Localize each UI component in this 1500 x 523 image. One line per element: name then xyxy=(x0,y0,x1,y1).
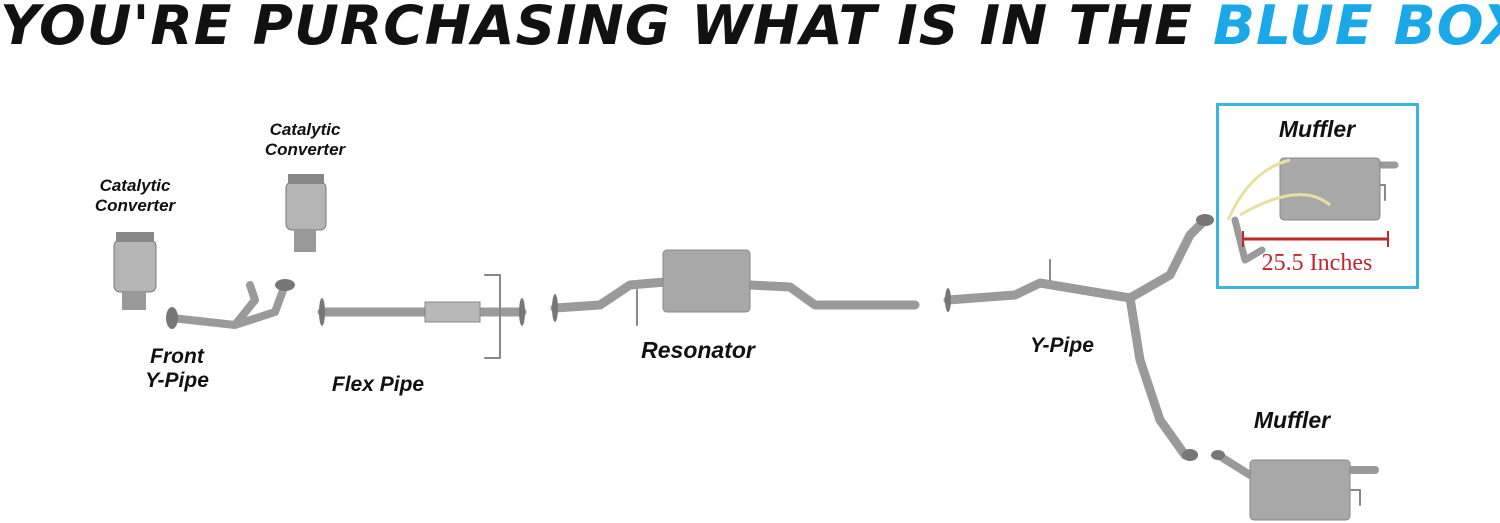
label-muffler-bottom: Muffler xyxy=(1253,407,1331,433)
muffler-blue-box xyxy=(1279,157,1381,221)
front-y-pipe xyxy=(168,281,289,329)
resonator xyxy=(662,249,751,313)
resonator-pipe xyxy=(550,277,920,313)
muffler-bottom xyxy=(1249,459,1351,521)
label-muffler-box: Muffler xyxy=(1278,116,1356,142)
label-resonator: Resonator xyxy=(641,337,755,363)
banner-text: YOU'RE PURCHASING WHAT IS IN THE xyxy=(0,0,1214,57)
label-y-pipe: Y-Pipe xyxy=(1030,334,1094,357)
flex-section xyxy=(424,301,481,323)
blue-box-highlight xyxy=(1216,103,1419,289)
banner-title: YOU'RE PURCHASING WHAT IS IN THE BLUE BO… xyxy=(0,0,1500,57)
y-pipe xyxy=(943,215,1210,460)
label-flex-pipe: Flex Pipe xyxy=(331,373,425,396)
catalytic-converter-1 xyxy=(113,232,157,310)
catalytic-converter-2 xyxy=(285,174,327,252)
measurement-line xyxy=(1242,231,1389,247)
measurement-label: 25.5 Inches xyxy=(1261,250,1373,276)
banner-highlight: BLUE BOX xyxy=(1213,0,1500,57)
